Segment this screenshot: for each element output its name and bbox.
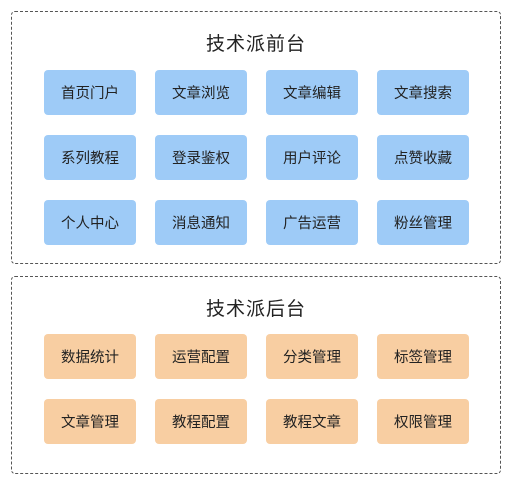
backend-section: 技术派后台 数据统计运营配置分类管理标签管理文章管理教程配置教程文章权限管理 (11, 276, 501, 474)
frontend-module-box: 消息通知 (155, 200, 247, 245)
backend-module-grid: 数据统计运营配置分类管理标签管理文章管理教程配置教程文章权限管理 (44, 334, 469, 444)
backend-module-box: 分类管理 (266, 334, 358, 379)
backend-module-box: 文章管理 (44, 399, 136, 444)
backend-title: 技术派后台 (205, 298, 306, 320)
frontend-title: 技术派前台 (205, 33, 306, 55)
frontend-module-box: 广告运营 (266, 200, 358, 245)
backend-module-box: 权限管理 (377, 399, 469, 444)
frontend-module-box: 文章编辑 (266, 70, 358, 115)
frontend-module-box: 点赞收藏 (377, 135, 469, 180)
frontend-section: 技术派前台 首页门户文章浏览文章编辑文章搜索系列教程登录鉴权用户评论点赞收藏个人… (11, 11, 501, 264)
frontend-module-box: 登录鉴权 (155, 135, 247, 180)
backend-module-box: 教程配置 (155, 399, 247, 444)
frontend-module-box: 粉丝管理 (377, 200, 469, 245)
backend-module-box: 运营配置 (155, 334, 247, 379)
frontend-module-box: 个人中心 (44, 200, 136, 245)
frontend-module-box: 首页门户 (44, 70, 136, 115)
frontend-module-box: 文章搜索 (377, 70, 469, 115)
backend-module-box: 数据统计 (44, 334, 136, 379)
backend-module-box: 标签管理 (377, 334, 469, 379)
frontend-module-grid: 首页门户文章浏览文章编辑文章搜索系列教程登录鉴权用户评论点赞收藏个人中心消息通知… (44, 70, 469, 245)
frontend-module-box: 系列教程 (44, 135, 136, 180)
frontend-module-box: 用户评论 (266, 135, 358, 180)
frontend-module-box: 文章浏览 (155, 70, 247, 115)
backend-module-box: 教程文章 (266, 399, 358, 444)
